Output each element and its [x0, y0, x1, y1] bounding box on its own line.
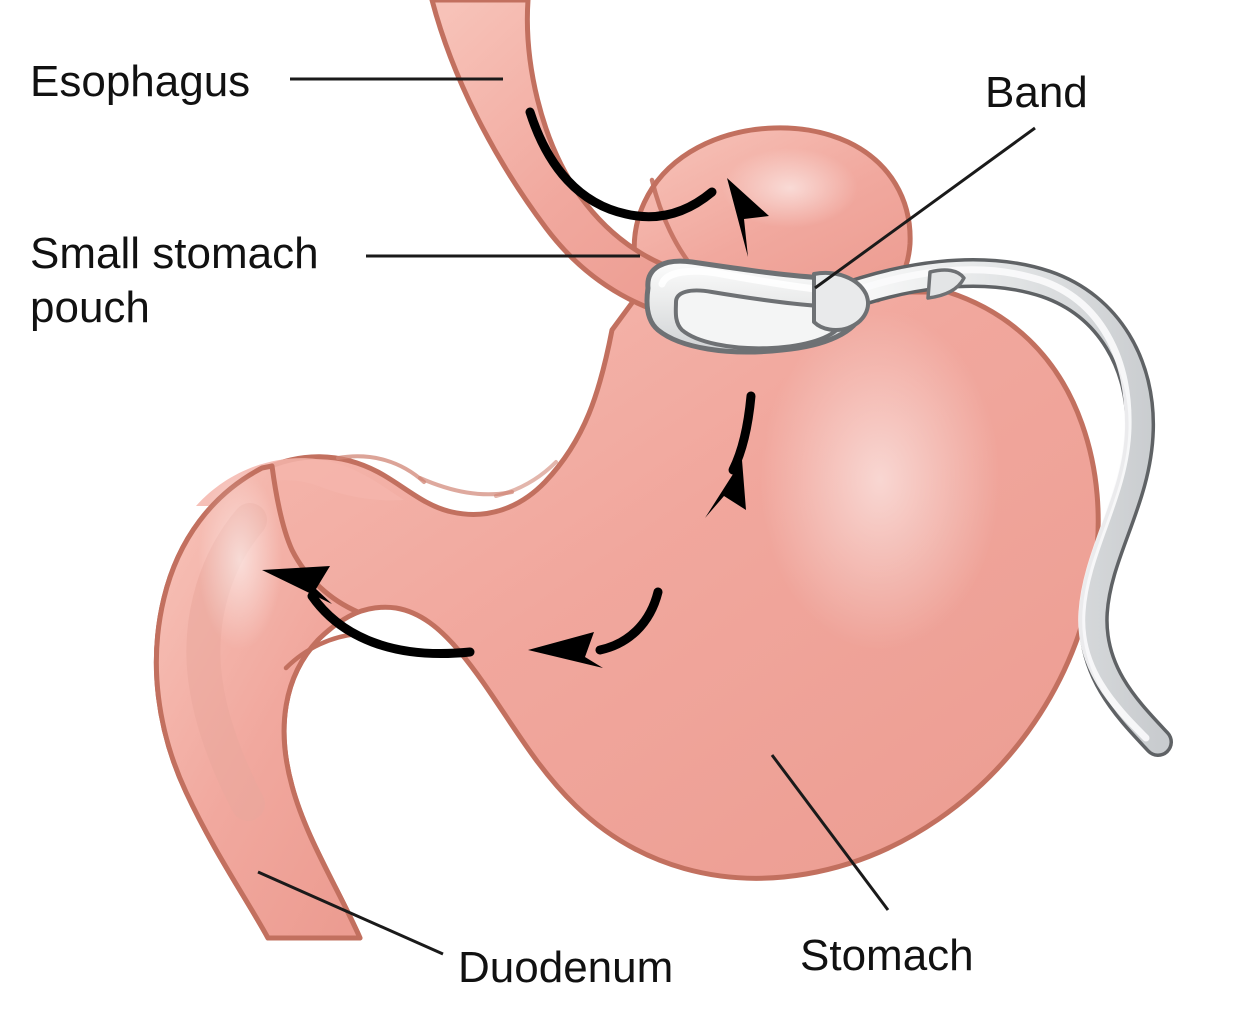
- label-small-stomach-pouch-line2: pouch: [30, 283, 150, 332]
- labels-group: Esophagus Small stomach pouch Band Duode…: [30, 57, 1088, 992]
- duodenal-flow-arrowhead: [528, 632, 603, 668]
- leader-line-stomach: [770, 754, 890, 911]
- digestive-organs-group: [153, 0, 1101, 941]
- label-band: Band: [985, 68, 1088, 117]
- band-buckle: [812, 271, 870, 332]
- esophageal-flow-arrowhead: [727, 178, 769, 257]
- esophageal-flow-arrow: [525, 107, 717, 222]
- label-esophagus: Esophagus: [30, 57, 250, 106]
- duodenal-flow-arrow: [595, 587, 663, 655]
- leader-line-duodenum: [257, 870, 444, 956]
- antral-flow-arrowhead: [262, 566, 332, 604]
- flow-arrows-group: [262, 107, 769, 668]
- gastric-band-group: [644, 258, 1173, 757]
- duodenal-bulb-rugae: [196, 458, 404, 506]
- pouch-outlet-arrowhead: [705, 460, 746, 518]
- leader-lines-group: [257, 77, 1036, 956]
- band-tubing-collar: [926, 268, 966, 300]
- label-small-stomach-pouch-line1: Small stomach: [30, 229, 319, 278]
- band-tubing-specular: [842, 266, 1150, 742]
- band-highlight: [658, 267, 830, 294]
- stomach-rugae-fold-3: [494, 460, 558, 498]
- antral-flow-arrow: [307, 591, 475, 659]
- label-stomach: Stomach: [800, 931, 974, 980]
- duodenum-highlight: [198, 470, 282, 650]
- pouch-outlet-arrow: [728, 391, 756, 475]
- stomach-rugae-fold-2: [418, 476, 514, 497]
- label-duodenum: Duodenum: [458, 943, 673, 992]
- stomach-rugae-fold-1: [336, 454, 426, 484]
- leader-line-band: [814, 126, 1036, 290]
- stomach-highlight: [760, 310, 1000, 650]
